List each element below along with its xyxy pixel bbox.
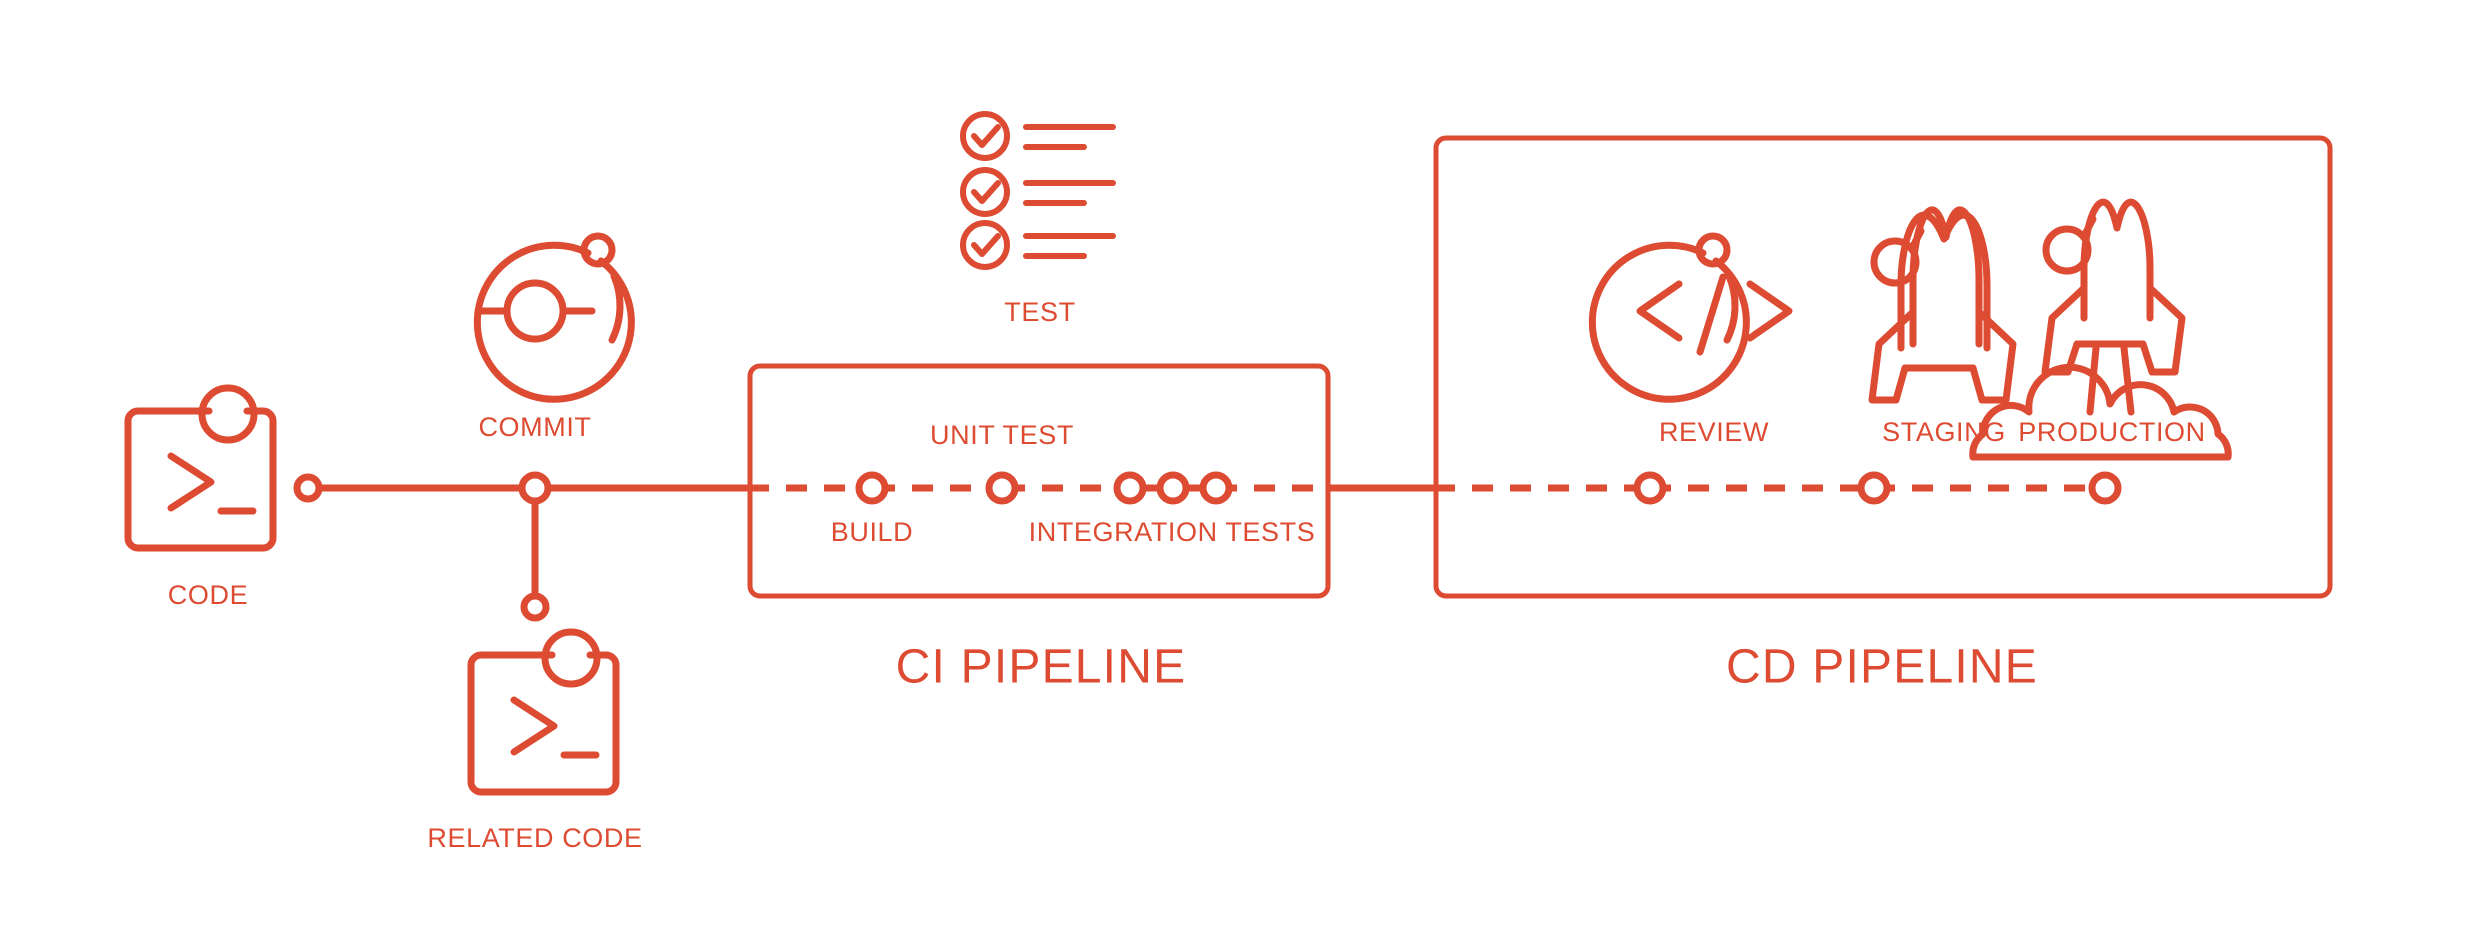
commit-orbit-icon	[473, 232, 635, 403]
build-dot[interactable]	[855, 471, 889, 505]
code-label: CODE	[168, 580, 248, 610]
integration-test-dot-3[interactable]	[1199, 471, 1233, 505]
terminal-code-icon	[467, 628, 620, 796]
code-node[interactable]: CODE	[124, 384, 323, 610]
staging-dot[interactable]	[1857, 471, 1891, 505]
cd-pipeline-title: CD PIPELINE	[1726, 641, 2038, 694]
related-code-node[interactable]: RELATED CODE	[427, 592, 642, 853]
test-label: TEST	[1004, 297, 1075, 327]
build-label: BUILD	[831, 517, 914, 547]
cd-pipeline-box	[1433, 135, 2333, 599]
unit-test-dot[interactable]	[985, 471, 1019, 505]
related-code-label: RELATED CODE	[427, 823, 642, 853]
production-node[interactable]: PRODUCTION	[1969, 198, 2232, 505]
commit-label: COMMIT	[478, 412, 591, 442]
production-label: PRODUCTION	[2018, 417, 2206, 447]
commit-node[interactable]: COMMIT	[473, 232, 635, 505]
ci-pipeline-box	[747, 363, 1331, 599]
terminal-code-icon	[124, 384, 277, 552]
unit-test-label: UNIT TEST	[930, 420, 1074, 450]
cd-pipeline-group: CD PIPELINE	[1433, 135, 2333, 694]
integration-test-dot-1[interactable]	[1113, 471, 1147, 505]
related-code-rail-dot[interactable]	[520, 592, 550, 622]
test-node[interactable]: TEST	[960, 111, 1116, 327]
ci-pipeline-title: CI PIPELINE	[896, 641, 1187, 694]
integration-tests-label: INTEGRATION TESTS	[1029, 517, 1316, 547]
code-rail-dot[interactable]	[293, 473, 323, 503]
integration-test-dot-2[interactable]	[1156, 471, 1190, 505]
review-node[interactable]: REVIEW	[1588, 232, 1793, 505]
review-dot[interactable]	[1633, 471, 1667, 505]
review-label: REVIEW	[1659, 417, 1769, 447]
production-dot[interactable]	[2088, 471, 2122, 505]
rocket-launch-icon	[1969, 198, 2232, 461]
code-brackets-circle-icon	[1588, 232, 1793, 403]
rocket-icon	[1868, 206, 2017, 404]
ci-pipeline-group: UNIT TEST BUILD INTEGRATION TESTS CI PIP…	[747, 363, 1331, 694]
checklist-icon	[960, 111, 1116, 270]
commit-rail-dot[interactable]	[518, 471, 552, 505]
ci-rail-dots	[855, 471, 1233, 505]
